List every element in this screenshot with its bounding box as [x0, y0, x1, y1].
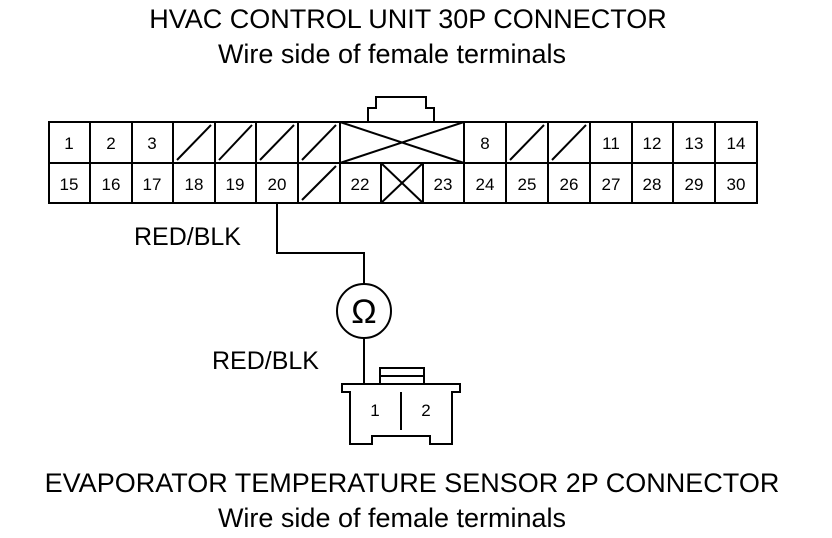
hvac-pin-22: 22	[351, 175, 370, 194]
hvac-pin-16: 16	[102, 175, 121, 194]
hvac-pin-26: 26	[560, 175, 579, 194]
unused-terminal-marks	[176, 121, 587, 204]
hvac-pin-25: 25	[518, 175, 537, 194]
wire-upper-label: RED/BLK	[134, 223, 241, 251]
sensor-pin-2: 2	[421, 401, 430, 420]
sensor-connector-title: EVAPORATOR TEMPERATURE SENSOR 2P CONNECT…	[45, 468, 780, 498]
hvac-pin-29: 29	[685, 175, 704, 194]
hvac-pin-30: 30	[727, 175, 746, 194]
hvac-connector-subtitle: Wire side of female terminals	[218, 39, 566, 69]
hvac-pin-14: 14	[727, 134, 746, 153]
hvac-pin-15: 15	[60, 175, 79, 194]
wire-lower-label: RED/BLK	[212, 347, 319, 375]
hvac-pin-18: 18	[185, 175, 204, 194]
hvac-pin-12: 12	[643, 134, 662, 153]
sensor-pin-1: 1	[370, 401, 379, 420]
hvac-pin-28: 28	[643, 175, 662, 194]
sensor-connector-subtitle: Wire side of female terminals	[218, 503, 566, 533]
hvac-pin-13: 13	[685, 134, 704, 153]
sensor-connector-body	[341, 383, 461, 445]
hvac-connector-lock-tab	[367, 96, 435, 122]
sensor-2p-connector: 1 2	[341, 367, 461, 445]
hvac-pin-2: 2	[106, 134, 115, 153]
hvac-pin-19: 19	[226, 175, 245, 194]
hvac-connector-title: HVAC CONTROL UNIT 30P CONNECTOR	[149, 4, 667, 34]
ohmmeter-icon: Ω	[336, 283, 392, 339]
wire-upper	[276, 203, 365, 284]
hvac-pin-23: 23	[434, 175, 453, 194]
hvac-pin-3: 3	[147, 134, 156, 153]
hvac-pin-20: 20	[268, 175, 287, 194]
hvac-pin-1: 1	[64, 134, 73, 153]
hvac-pin-11: 11	[602, 134, 620, 153]
hvac-pin-8: 8	[480, 134, 489, 153]
hvac-pin-24: 24	[476, 175, 495, 194]
hvac-pin-17: 17	[143, 175, 162, 194]
ohm-symbol: Ω	[351, 293, 376, 331]
hvac-pin-27: 27	[602, 175, 621, 194]
hvac-30p-connector: 1 2 3 8 11 12 13 14 15 16 17 18 19 20 22…	[48, 96, 758, 204]
